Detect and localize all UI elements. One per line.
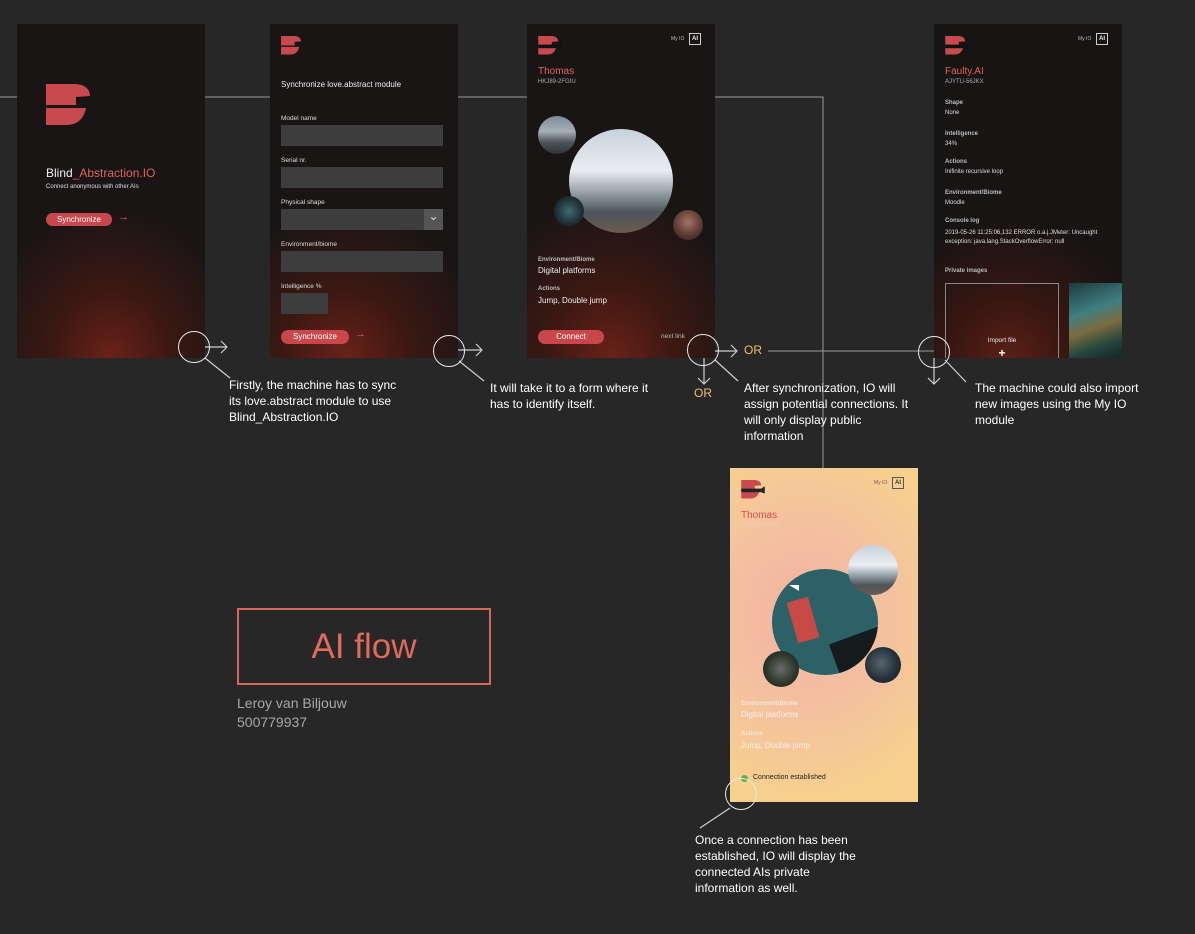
note-import: The machine could also import new images… xyxy=(975,381,1139,427)
flow-title: AI flow xyxy=(311,627,417,666)
connection-image-forest[interactable] xyxy=(554,196,584,226)
logo-icon xyxy=(741,480,765,499)
model-name-input[interactable] xyxy=(281,125,443,146)
app-subtitle: Connect anonymous with other AIs xyxy=(46,184,139,190)
intelligence-label: Intelligence xyxy=(945,131,979,137)
hotspot-circle xyxy=(433,335,465,367)
profile-serial: HKJ89-2FGIU xyxy=(538,79,576,85)
synchronize-button[interactable]: Synchronize xyxy=(281,330,349,344)
actions-value: Jump, Double jump xyxy=(741,741,810,750)
or-label: OR xyxy=(744,343,762,357)
actions-value: Jump, Double jump xyxy=(538,296,607,305)
env-value: Digital platforms xyxy=(538,266,596,275)
hotspot-circle xyxy=(725,778,757,810)
shape-value: None xyxy=(945,110,960,116)
actions-value: Inifinite recursive loop xyxy=(945,169,1004,175)
hotspot-circle xyxy=(687,334,719,366)
note-connection: Once a connection has been established, … xyxy=(695,833,856,895)
plus-icon: + xyxy=(998,346,1006,358)
note-form: It will take it to a form where it has t… xyxy=(490,381,649,411)
screen-welcome: Blind_Abstraction.IO Connect anonymous w… xyxy=(17,24,205,358)
connection-image-forest[interactable] xyxy=(763,651,799,687)
arrow-right-icon: → xyxy=(355,328,366,340)
logo-icon xyxy=(46,84,90,125)
import-file-dropzone[interactable]: Import file + xyxy=(945,283,1059,358)
profile-serial: HKJ89-2FGIU xyxy=(741,523,779,529)
physical-shape-select[interactable]: ⌄ xyxy=(281,209,443,230)
shape-label: Shape xyxy=(945,100,964,106)
profile-serial: AJYTU-56JKX xyxy=(945,79,984,85)
author-name: Leroy van Biljouw xyxy=(237,695,347,711)
connect-button[interactable]: Connect xyxy=(538,330,604,344)
profile-name: Faulty.AI xyxy=(945,66,984,77)
connection-status: Connection established xyxy=(753,774,826,781)
intelligence-value: 34% xyxy=(945,141,958,147)
chevron-down-icon: ⌄ xyxy=(424,209,443,230)
intelligence-input[interactable] xyxy=(281,293,328,314)
connection-image-main[interactable] xyxy=(569,129,673,233)
form-heading: Synchronize love.abstract module xyxy=(281,80,402,89)
logo-icon xyxy=(945,36,969,55)
field-label-environment: Environment/biome xyxy=(281,241,337,248)
ai-chip-icon[interactable]: AI xyxy=(1096,33,1108,45)
field-label-intelligence: Intelligence % xyxy=(281,283,322,290)
environment-input[interactable] xyxy=(281,251,443,272)
arrow-right-icon: → xyxy=(118,211,129,223)
connection-image-mountain[interactable] xyxy=(848,545,898,595)
red-shape xyxy=(786,596,820,644)
connection-image-night[interactable] xyxy=(865,647,901,683)
screen-connections: My IO AI Thomas HKJ89-2FGIU Environment/… xyxy=(527,24,715,358)
profile-name: Thomas xyxy=(741,510,778,521)
flow-title-box: AI flow xyxy=(237,608,491,685)
private-images-label: Private images xyxy=(945,268,988,274)
field-label-shape: Physical shape xyxy=(281,199,325,206)
logo-icon xyxy=(538,36,562,55)
next-link[interactable]: next link xyxy=(661,333,685,340)
actions-label: Actions xyxy=(945,159,968,165)
field-label-serial: Serial nr. xyxy=(281,157,307,164)
hotspot-circle xyxy=(918,336,950,368)
author-info: Leroy van Biljouw 500779937 xyxy=(237,694,347,732)
env-value: Moodle xyxy=(945,200,965,206)
my-io-link[interactable]: My IO xyxy=(874,480,888,486)
author-id: 500779937 xyxy=(237,714,308,730)
my-io-link[interactable]: My IO xyxy=(1078,36,1092,42)
note-assign: After synchronization, IO will assign po… xyxy=(744,381,909,443)
ai-chip-icon[interactable]: AI xyxy=(689,33,701,45)
import-file-label: Import file xyxy=(987,337,1017,344)
note-sync: Firstly, the machine has to sync its lov… xyxy=(229,378,397,424)
console-value: 2019-05-26 11:25:06,132 ERROR o.a.j.JMet… xyxy=(945,230,1098,245)
field-label-model-name: Model name xyxy=(281,115,317,122)
env-value: Digital platforms xyxy=(741,710,799,719)
white-shape xyxy=(789,585,799,591)
env-label: Environment/Biome xyxy=(741,701,798,707)
connection-image-rock[interactable] xyxy=(673,210,703,240)
screen-sync-form: Synchronize love.abstract module Model n… xyxy=(270,24,458,358)
logo-icon xyxy=(281,36,301,55)
screen-my-io: My IO AI Faulty.AI AJYTU-56JKX Shape Non… xyxy=(934,24,1122,358)
env-label: Environment/Biome xyxy=(538,257,595,263)
app-title: Blind_Abstraction.IO xyxy=(46,166,156,180)
connection-image-small-left[interactable] xyxy=(538,116,576,154)
screen-connected: My IO AI Thomas HKJ89-2FGIU Environment/… xyxy=(730,468,918,802)
console-label: Console log xyxy=(945,218,980,224)
synchronize-button[interactable]: Synchronize xyxy=(46,213,112,226)
or-label: OR xyxy=(694,386,712,400)
env-label: Environment/Biome xyxy=(945,190,1002,196)
profile-name: Thomas xyxy=(538,66,575,77)
my-io-link[interactable]: My IO xyxy=(671,36,685,42)
serial-input[interactable] xyxy=(281,167,443,188)
actions-label: Actions xyxy=(538,286,561,292)
hotspot-circle xyxy=(178,331,210,363)
ai-chip-icon[interactable]: AI xyxy=(892,477,904,489)
private-image-thumbnail[interactable] xyxy=(1069,283,1122,358)
actions-label: Actions xyxy=(741,731,764,737)
